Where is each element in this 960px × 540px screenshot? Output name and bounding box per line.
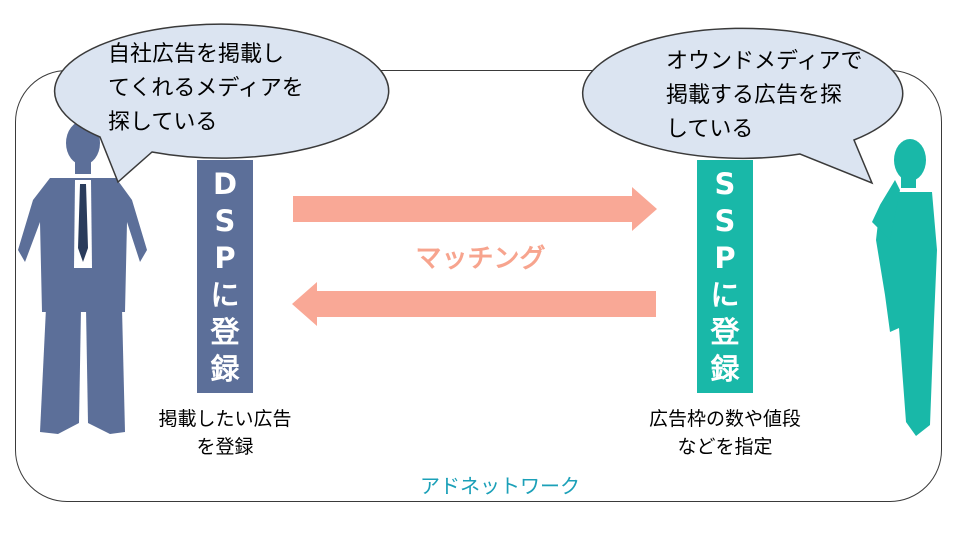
ad-network-label: アドネットワーク <box>420 474 580 498</box>
right-speech-bubble <box>581 27 904 185</box>
dsp-bar-char: に <box>210 277 240 312</box>
arrow-left <box>292 282 656 326</box>
left-caption: 掲載したい広告 を登録 <box>158 408 292 458</box>
dsp-bar-char: 登 <box>210 314 240 349</box>
ad-network-frame <box>15 70 942 502</box>
ssp-bar-char: P <box>714 241 736 276</box>
ssp-bar-char: S <box>714 204 736 239</box>
matching-label: マッチング <box>415 244 546 274</box>
right-bubble-text: オウンドメディアで 掲載する広告を探 している <box>666 49 863 142</box>
left-speech-bubble <box>53 23 390 184</box>
arrow-right <box>293 187 657 231</box>
businessman-right-icon <box>872 139 937 436</box>
ssp-bar-char: 録 <box>710 351 740 386</box>
dsp-bar-char: P <box>214 241 236 276</box>
dsp-bar-char: 録 <box>210 351 240 386</box>
dsp-bar-char: S <box>214 204 236 239</box>
dsp-bar-char: D <box>212 167 238 202</box>
businessman-left-icon <box>18 121 147 434</box>
ssp-bar-char: に <box>710 277 740 312</box>
left-bubble-text: 自社広告を掲載し てくれるメディアを 探している <box>108 42 304 135</box>
ssp-bar-char: 登 <box>710 314 740 349</box>
right-caption: 広告枠の数や値段 などを指定 <box>648 408 801 458</box>
ssp-bar-char: S <box>714 167 736 202</box>
